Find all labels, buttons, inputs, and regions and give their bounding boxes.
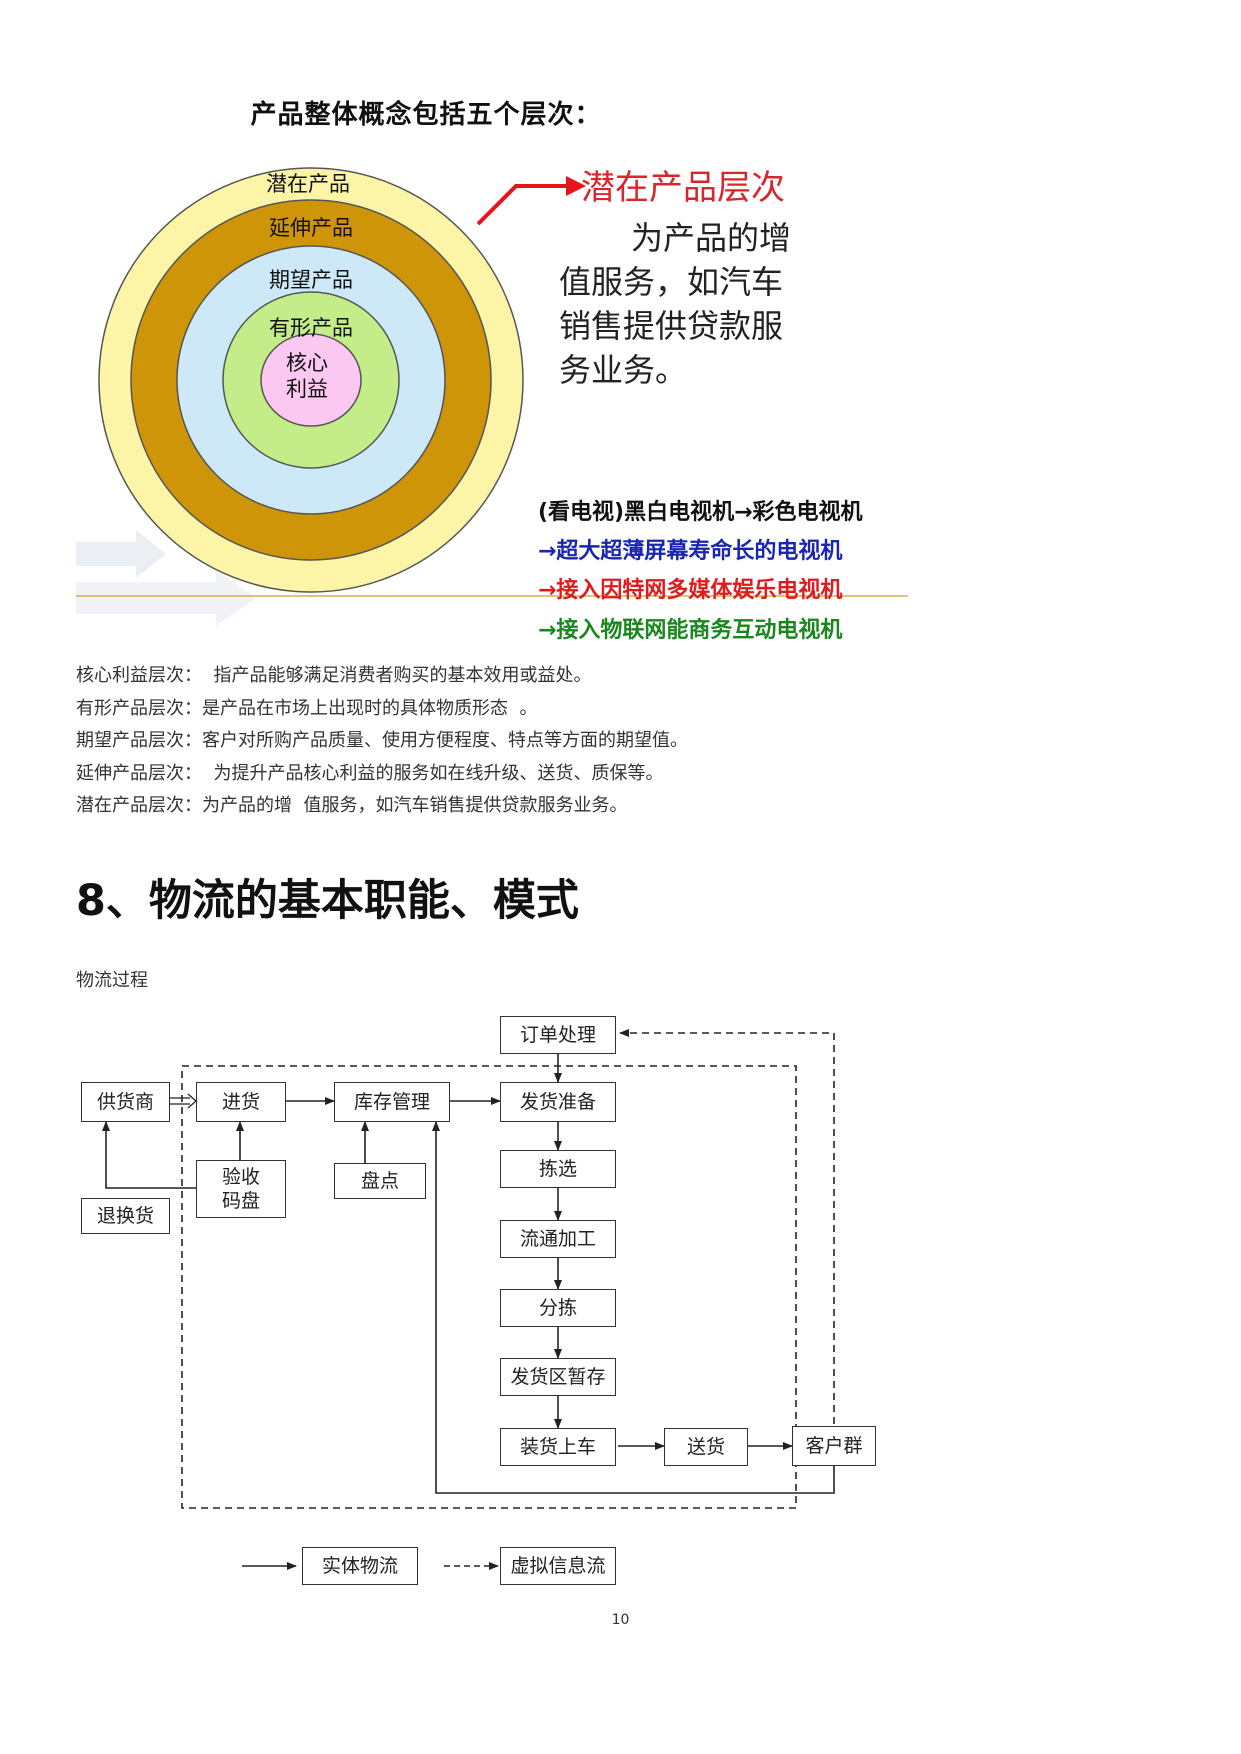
flow-box-inventory: 库存管理 xyxy=(334,1082,450,1122)
ring-core xyxy=(260,333,362,427)
flow-caption: 物流过程 xyxy=(76,970,148,991)
legend-information-flow: 虚拟信息流 xyxy=(500,1547,616,1585)
tv-evolution-line: →接入物联网能商务互动电视机 xyxy=(538,618,843,643)
flow-box-stocktake: 盘点 xyxy=(334,1163,426,1199)
ring-label-tangible: 有形产品 xyxy=(269,316,353,340)
flow-box-supplier: 供货商 xyxy=(81,1082,170,1122)
section-heading: 8、物流的基本职能、模式 xyxy=(76,876,579,926)
figure-title: 产品整体概念包括五个层次： xyxy=(250,100,602,130)
potential-pointer-arrow xyxy=(476,184,569,226)
product-concept-figure: 产品整体概念包括五个层次： 潜在产品 延伸产品 期望产品 有形产品 核心 利益 … xyxy=(76,82,908,652)
flow-box-order-processing: 订单处理 xyxy=(500,1016,616,1054)
flow-box-processing: 流通加工 xyxy=(500,1220,616,1258)
flow-box-returns: 退换货 xyxy=(81,1198,170,1234)
page-number: 10 xyxy=(611,1612,630,1628)
flow-box-purchase: 进货 xyxy=(196,1082,286,1122)
ring-label-augmented: 延伸产品 xyxy=(269,216,353,240)
flow-box-ship-prep: 发货准备 xyxy=(500,1082,616,1122)
flow-box-inspect: 验收码盘 xyxy=(196,1160,286,1218)
definition-line: 核心利益层次： 指产品能够满足消费者购买的基本效用或益处。 xyxy=(76,665,592,686)
definition-line: 潜在产品层次：为产品的增 值服务，如汽车销售提供贷款服务业务。 xyxy=(76,795,628,816)
flow-box-staging: 发货区暂存 xyxy=(500,1358,616,1396)
concept-rings-graphic xyxy=(76,82,908,652)
flow-box-sorting: 分拣 xyxy=(500,1289,616,1327)
legend-physical-flow: 实体物流 xyxy=(302,1547,418,1585)
flow-box-delivery: 送货 xyxy=(664,1428,748,1466)
definition-line: 期望产品层次：客户对所购产品质量、使用方便程度、特点等方面的期望值。 xyxy=(76,730,688,751)
background-arrows xyxy=(76,530,272,626)
tv-evolution-line: (看电视)黑白电视机→彩色电视机 xyxy=(538,500,863,525)
ring-label-core: 核心 利益 xyxy=(286,351,328,401)
ring-label-potential: 潜在产品 xyxy=(266,172,350,196)
tv-evolution-line: →超大超薄屏幕寿命长的电视机 xyxy=(538,539,843,564)
potential-level-heading: 潜在产品层次 xyxy=(581,168,785,208)
definition-line: 有形产品层次：是产品在市场上出现时的具体物质形态 。 xyxy=(76,697,538,719)
flow-box-customers: 客户群 xyxy=(792,1426,876,1466)
definition-line: 延伸产品层次： 为提升产品核心利益的服务如在线升级、送货、质保等。 xyxy=(76,762,664,784)
level-definitions: 核心利益层次： 指产品能够满足消费者购买的基本效用或益处。 有形产品层次：是产品… xyxy=(76,660,688,823)
tv-evolution-line: →接入因特网多媒体娱乐电视机 xyxy=(538,578,843,603)
ring-label-expected: 期望产品 xyxy=(269,268,353,292)
flow-box-loading: 装货上车 xyxy=(500,1428,616,1466)
flow-box-picking: 拣选 xyxy=(500,1150,616,1188)
potential-level-description: 为产品的增 值服务，如汽车 销售提供贷款服 务业务。 xyxy=(559,219,792,389)
